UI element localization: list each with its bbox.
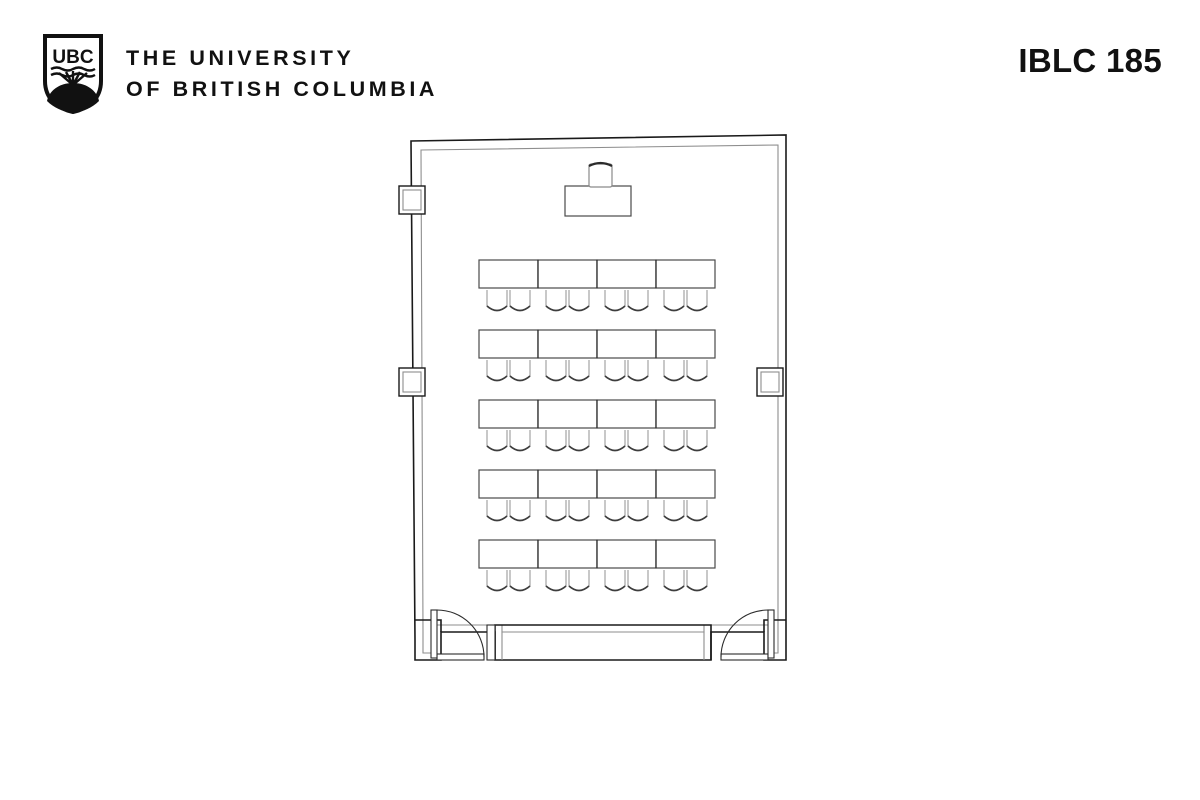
chair-back: [663, 375, 685, 382]
wordmark-line-1: THE UNIVERSITY: [126, 46, 355, 70]
wordmark-line-2: OF BRITISH COLUMBIA: [126, 77, 439, 101]
chair-back: [486, 375, 508, 382]
chair-back: [604, 305, 626, 312]
chair-back: [545, 375, 567, 382]
table[interactable]: [655, 259, 716, 289]
door-right-jamb: [767, 609, 775, 659]
chair-back: [604, 375, 626, 382]
table[interactable]: [478, 329, 539, 359]
seating-rows: [478, 259, 716, 592]
chair-back: [686, 375, 708, 382]
chair-back: [627, 305, 649, 312]
table[interactable]: [596, 399, 657, 429]
door-right-leaf[interactable]: [720, 653, 769, 661]
chair-back: [486, 305, 508, 312]
table[interactable]: [655, 539, 716, 569]
seating-row-3: [478, 399, 716, 452]
chair-back: [509, 305, 531, 312]
chair-back: [545, 585, 567, 592]
instructor-desk[interactable]: [564, 185, 632, 217]
chair-back: [545, 445, 567, 452]
seating-row-4: [478, 469, 716, 522]
table[interactable]: [537, 329, 598, 359]
chair-back: [509, 585, 531, 592]
vestibule-outline: [494, 624, 712, 660]
ubc-shield-letters: UBC: [52, 47, 93, 68]
chair-back: [568, 445, 590, 452]
table[interactable]: [478, 469, 539, 499]
chair-back: [663, 305, 685, 312]
table[interactable]: [537, 259, 598, 289]
chair-back: [545, 305, 567, 312]
chair-back: [509, 515, 531, 522]
floorplan-drawing: [398, 134, 787, 661]
table[interactable]: [596, 539, 657, 569]
chair-back: [568, 585, 590, 592]
chair-back: [686, 585, 708, 592]
column-left-middle-inner: [402, 371, 422, 393]
chair-back: [545, 515, 567, 522]
door-right-swing-arc: [720, 609, 769, 658]
table[interactable]: [537, 539, 598, 569]
door-left-leaf[interactable]: [436, 653, 485, 661]
vestibule-post: [486, 624, 496, 661]
door-left-jamb: [430, 609, 438, 659]
table[interactable]: [537, 469, 598, 499]
chair-back: [509, 445, 531, 452]
chair-back: [568, 375, 590, 382]
chair-back: [486, 445, 508, 452]
table[interactable]: [596, 259, 657, 289]
chair-back: [686, 515, 708, 522]
chair-back: [663, 445, 685, 452]
column-right-middle-inner: [760, 371, 780, 393]
chair-back: [663, 585, 685, 592]
room-code-title: IBLC 185: [1018, 42, 1162, 79]
doors[interactable]: [430, 609, 775, 661]
teaching-station[interactable]: [564, 161, 632, 217]
seating-row-2: [478, 329, 716, 382]
chair-back: [627, 515, 649, 522]
ubc-shield-icon: UBC: [43, 34, 103, 115]
table[interactable]: [537, 399, 598, 429]
table[interactable]: [478, 399, 539, 429]
chair-back: [604, 585, 626, 592]
ubc-wordmark: THE UNIVERSITY OF BRITISH COLUMBIA: [126, 33, 438, 105]
chair-back: [509, 375, 531, 382]
chair-back: [568, 305, 590, 312]
wall-inner-outline: [420, 144, 779, 654]
column-left-upper-inner: [402, 189, 422, 211]
table[interactable]: [655, 329, 716, 359]
chair-back: [627, 585, 649, 592]
chair-back: [604, 515, 626, 522]
instructor-chair[interactable]: [588, 163, 613, 188]
floorplan-container: [0, 120, 1200, 720]
table[interactable]: [596, 469, 657, 499]
page-header: UBC THE UNIVERSITY OF BRITISH COLUMBIA I…: [0, 0, 1200, 130]
table[interactable]: [478, 259, 539, 289]
table[interactable]: [596, 329, 657, 359]
chair-back: [486, 585, 508, 592]
chair-back: [663, 515, 685, 522]
ubc-brand-lockup: UBC THE UNIVERSITY OF BRITISH COLUMBIA: [42, 33, 438, 115]
table[interactable]: [655, 399, 716, 429]
chair-back: [627, 375, 649, 382]
table[interactable]: [655, 469, 716, 499]
entry-vestibule: [486, 624, 712, 661]
instructor-chair-back: [588, 161, 613, 167]
chair-back: [686, 305, 708, 312]
chair-back: [686, 445, 708, 452]
seating-row-5: [478, 539, 716, 592]
door-left-swing-arc: [436, 609, 485, 658]
vestibule-outline-inner: [501, 631, 705, 660]
chair-back: [486, 515, 508, 522]
table[interactable]: [478, 539, 539, 569]
seating-row-1: [478, 259, 716, 312]
wall-left-lower-jog: [415, 619, 442, 632]
chair-back: [627, 445, 649, 452]
chair-back: [604, 445, 626, 452]
wall-columns: [398, 185, 784, 397]
wall-right-lower-jog: [763, 619, 786, 632]
chair-back: [568, 515, 590, 522]
